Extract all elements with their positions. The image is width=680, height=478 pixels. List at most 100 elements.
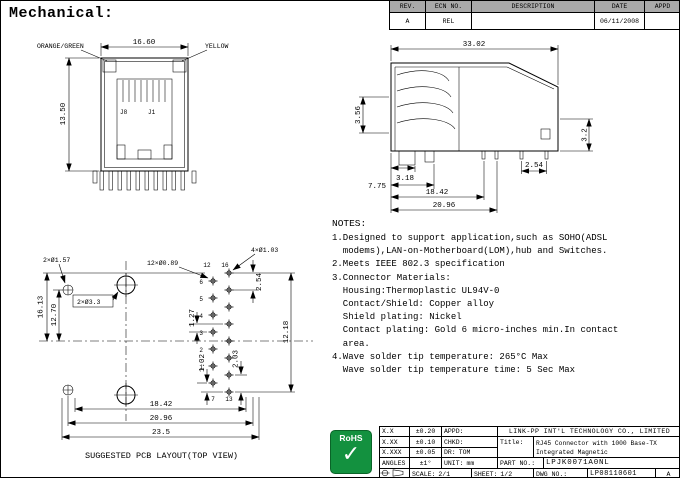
dwg-no-value: LP08110601 [588, 469, 656, 477]
rev-value: A [389, 13, 425, 30]
dim-1270: 12.70 [51, 303, 59, 326]
note-line: modems),LAN-on-Motherboard(LOM),hub and … [332, 246, 608, 257]
jack-label-j1: J1 [148, 109, 156, 116]
dim-front-width: 16.60 [133, 39, 156, 47]
led-right-label: YELLOW [205, 43, 229, 50]
dim-side-254: 2.54 [525, 162, 544, 170]
dr-label: DR: [444, 449, 456, 456]
ecn-col-header: ECN NO. [425, 1, 471, 13]
scale-label: SCALE: [412, 470, 436, 478]
appd-col-header: APPD [644, 1, 679, 13]
tol2-value: ±0.10 [410, 437, 442, 448]
note-line: Contact plating: Gold 6 micro-inches min… [332, 325, 619, 336]
projection-symbol-cell [380, 469, 410, 477]
scale-cell: SCALE:2/1 [410, 469, 472, 478]
dim-side-length: 33.02 [463, 41, 486, 49]
sheet-label: SHEET: [474, 470, 498, 478]
dim-1613: 16.13 [38, 295, 46, 318]
unit-label: UNIT: [444, 459, 464, 467]
pin-13: 13 [225, 396, 233, 403]
pin-16: 16 [221, 262, 229, 269]
rev-col-header: REV. [389, 1, 425, 13]
drawing-title-line1: RJ45 Connector with 1000 Base-TX [536, 440, 657, 447]
revision-row: A REL 06/11/2008 [389, 13, 679, 30]
drawing-title-line2: Integrated Magnetic [536, 449, 608, 456]
sheet-cell: SHEET:1/2 [472, 469, 534, 478]
pcb-layout-view: 12 16 6 5 4 3 2 1 7 13 2×Ø1.57 2×Ø3.3 12… [38, 246, 313, 461]
note-line: 4.Wave solder tip temperature: 265°C Max [332, 351, 549, 362]
dim-356: 3.56 [355, 106, 363, 125]
tol3-label: X.XXX [380, 448, 410, 458]
note-line: Housing:Thermoplastic UL94V-0 [332, 285, 500, 296]
rohs-label: RoHS [339, 433, 363, 443]
tol1-label: X.X [380, 427, 410, 437]
dim-pitch-254: 2.54 [256, 273, 264, 292]
tol4-label: ANGLES [380, 458, 410, 469]
rohs-logo: RoHS ✓ [330, 430, 372, 474]
dim-102: 1.02 [199, 354, 207, 372]
dim-127: 1.27 [189, 309, 197, 327]
note-line: Wave solder tip temperature time: 5 Sec … [332, 365, 576, 376]
dim-side-1842: 18.42 [426, 189, 449, 197]
note-line: 2.Meets IEEE 802.3 specification [332, 259, 505, 270]
part-no-value: LPJK0071A0NL [544, 458, 679, 469]
pcb-caption: SUGGESTED PCB LAYOUT(TOP VIEW) [85, 451, 238, 461]
dwg-no-label: DWG NO.: [534, 469, 588, 477]
scale-value: 2/1 [438, 470, 451, 478]
sheet-title: Mechanical: [9, 5, 114, 22]
dim-pcb-1842: 18.42 [150, 401, 173, 409]
dr-value: TOM [458, 449, 471, 456]
dim-775: 7.75 [368, 183, 387, 191]
notes-block: NOTES: 1.Designed to support application… [332, 218, 679, 377]
mount-post [398, 150, 416, 166]
revision-table-header: REV. ECN NO. DESCRIPTION DATE APPD [389, 1, 679, 13]
dim-203: 2.03 [233, 350, 241, 369]
desc-col-header: DESCRIPTION [471, 1, 594, 13]
date-value: 06/11/2008 [594, 13, 644, 30]
led-left-label: ORANGE/GREEN [37, 43, 84, 50]
company-name: LINK-PP INT'L TECHNOLOGY CO., LIMITED [498, 427, 679, 437]
dim-32: 3.2 [582, 128, 590, 142]
chkd-cell: CHKD: [442, 437, 498, 448]
front-view: ORANGE/GREEN YELLOW J8 J1 16.60 13.50 [37, 39, 229, 191]
unit-cell: UNIT:mm [442, 458, 498, 469]
led-window-right [172, 59, 187, 73]
pin-1: 1 [199, 364, 203, 371]
pin-5: 5 [199, 296, 203, 303]
jack-label-j8: J8 [120, 109, 128, 116]
tol4-value: ±1° [410, 458, 442, 469]
contact-spring [396, 70, 450, 82]
part-no-label: PART NO.: [498, 458, 544, 469]
note-line: Contact/Shield: Copper alloy [332, 299, 495, 310]
pin-7: 7 [211, 396, 215, 403]
tol2-label: X.XX [380, 437, 410, 448]
note-line: 1.Designed to support application,such a… [332, 233, 608, 243]
revision-table: REV. ECN NO. DESCRIPTION DATE APPD A REL… [389, 1, 679, 30]
pin-6: 6 [199, 279, 203, 286]
contacts [122, 80, 166, 102]
pin-4: 4 [199, 313, 203, 320]
front-body [100, 57, 189, 172]
note-line: 3.Connector Materials: [332, 272, 451, 283]
front-legs [92, 170, 197, 191]
pin-12: 12 [203, 262, 211, 269]
title-block: X.X ±0.20 APPD: LINK-PP INT'L TECHNOLOGY… [379, 426, 679, 478]
ecn-value: REL [425, 13, 471, 30]
dim-pcb-235: 23.5 [152, 429, 171, 437]
dim-pcb-2096: 20.96 [150, 415, 173, 423]
tol1-value: ±0.20 [410, 427, 442, 437]
appd-value [644, 13, 679, 30]
note-line: Shield plating: Nickel [332, 312, 462, 323]
pin-3: 3 [199, 330, 203, 337]
dim-1218: 12.18 [283, 321, 291, 344]
rev-cell: A [666, 470, 671, 478]
third-angle-projection-icon [380, 469, 404, 477]
title-label: Title: [498, 437, 534, 458]
callout-12x089: 12×Ø0.89 [147, 259, 178, 267]
drill-crosses [208, 268, 234, 397]
drawing-title: RJ45 Connector with 1000 Base-TX Integra… [534, 437, 679, 458]
unit-value: mm [466, 459, 475, 467]
side-view: 33.02 3.56 3.2 3.18 7.75 18.42 20.96 2.5… [355, 41, 593, 213]
